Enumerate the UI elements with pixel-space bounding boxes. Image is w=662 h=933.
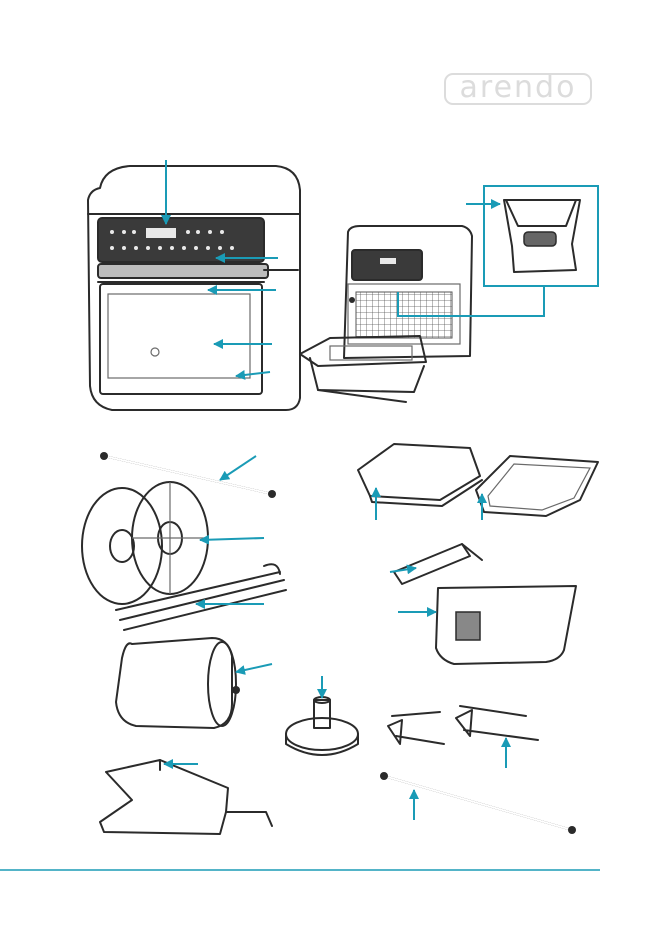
baking-tray <box>476 456 598 516</box>
stand <box>286 697 358 755</box>
rotating-basket <box>116 638 240 728</box>
oven-closed <box>88 166 300 410</box>
rotisserie-shaft <box>100 452 276 498</box>
spit-rod <box>380 772 576 834</box>
rotisserie-disks <box>82 482 208 604</box>
forks <box>388 706 538 744</box>
oven-open <box>300 226 472 402</box>
lifting-tool <box>100 760 272 834</box>
handle-bar <box>394 544 482 584</box>
fry-basket <box>436 586 576 664</box>
